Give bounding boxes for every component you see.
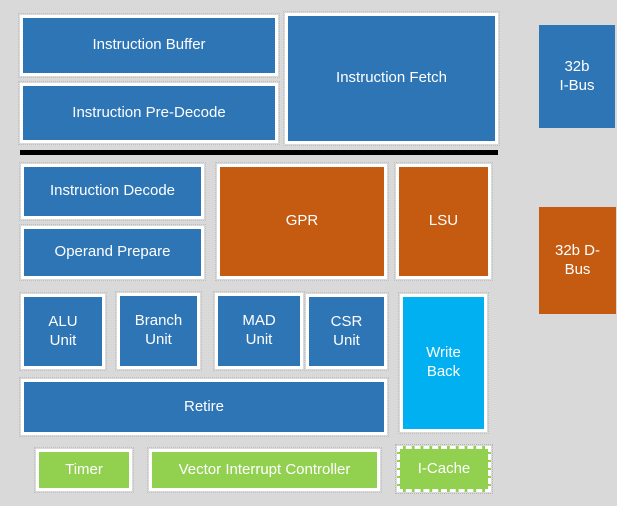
block-label: Branch Unit <box>134 312 183 348</box>
block-d-bus: 32b D- Bus <box>539 207 616 314</box>
block-label: LSU <box>428 212 459 230</box>
block-timer: Timer <box>34 447 134 493</box>
block-instruction-buffer: Instruction Buffer <box>18 13 280 78</box>
block-i-cache: I-Cache <box>395 444 493 494</box>
block-instruction-pre-decode: Instruction Pre-Decode <box>18 81 280 145</box>
block-label: I-Cache <box>417 459 471 477</box>
block-label: Retire <box>183 397 224 415</box>
block-label: Timer <box>65 460 103 478</box>
block-gpr: GPR <box>215 162 389 281</box>
block-label: 32b I-Bus <box>559 57 595 94</box>
block-label: GPR <box>285 212 319 230</box>
block-operand-prepare: Operand Prepare <box>19 224 206 281</box>
block-label: Operand Prepare <box>54 243 171 261</box>
block-vector-interrupt-controller: Vector Interrupt Controller <box>147 447 382 493</box>
block-write-back: Write Back <box>398 292 489 434</box>
block-label: Vector Interrupt Controller <box>178 460 351 478</box>
block-csr-unit: CSR Unit <box>304 292 389 371</box>
block-label: Instruction Buffer <box>92 36 206 54</box>
block-lsu: LSU <box>394 162 493 281</box>
block-branch-unit: Branch Unit <box>115 291 202 371</box>
block-instruction-decode: Instruction Decode <box>19 162 206 221</box>
block-label: Instruction Pre-Decode <box>72 103 226 121</box>
block-mad-unit: MAD Unit <box>213 291 305 371</box>
block-instruction-fetch: Instruction Fetch <box>283 11 500 146</box>
block-label: 32b D- Bus <box>554 241 601 278</box>
block-alu-unit: ALU Unit <box>19 292 107 371</box>
block-retire: Retire <box>19 377 389 437</box>
block-i-bus: 32b I-Bus <box>539 25 615 128</box>
block-label: Write Back <box>426 344 461 380</box>
block-label: ALU Unit <box>48 312 78 349</box>
block-label: CSR Unit <box>330 312 363 349</box>
block-label: Instruction Decode <box>49 182 176 200</box>
pipeline-divider-line <box>20 150 498 155</box>
block-label: MAD Unit <box>242 312 276 348</box>
block-label: Instruction Fetch <box>336 69 447 87</box>
